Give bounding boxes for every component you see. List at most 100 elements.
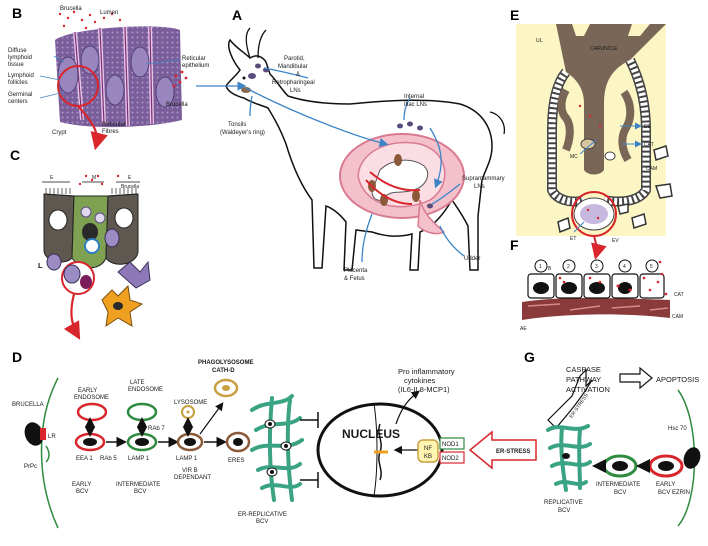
label-e-ev: EV bbox=[612, 238, 619, 244]
label-b-diffuse-1: Diffuse bbox=[8, 48, 27, 54]
label-b-crypt: Crypt bbox=[52, 130, 67, 136]
label-c-e-left: E bbox=[50, 175, 54, 181]
label-g-hsc70: Hsc 70 bbox=[668, 426, 687, 432]
label-d-nod2: NOD2 bbox=[442, 456, 459, 462]
label-f-step-4: 4 bbox=[623, 264, 626, 270]
label-d-cytokines-2: cytokines bbox=[404, 376, 436, 385]
label-e-cam: CAM bbox=[646, 166, 657, 172]
label-d-intermediate-bcv-1: INTERMEDIATE bbox=[116, 482, 160, 488]
label-d-early-endosome-1: EARLY bbox=[78, 388, 97, 394]
label-g-apoptosis: APOPTOSIS bbox=[656, 375, 699, 384]
label-d-brucella: BRUCELLA bbox=[12, 402, 44, 408]
label-b-diffuse-3: tissue bbox=[8, 62, 24, 68]
label-b-reticular-fibres-2: Fibres bbox=[102, 129, 119, 135]
label-g-ezrin: EZRIN bbox=[672, 490, 690, 496]
label-d-rab7: RAb 7 bbox=[148, 426, 165, 432]
label-g-early-bcv-2: BCV bbox=[658, 490, 670, 496]
label-d-prpc: PrPc bbox=[24, 464, 37, 470]
label-d-nucleus: NUCLEUS bbox=[342, 427, 400, 441]
label-b-reticular-epithelium-1: Reticular bbox=[182, 56, 206, 62]
label-d-early-bcv-1: EARLY bbox=[72, 482, 91, 488]
label-a-brucella: Brucella bbox=[166, 102, 188, 108]
panel-b-tonsil-illustration bbox=[39, 10, 182, 151]
label-g-er-stress-arrow: ER-STRESS bbox=[496, 449, 530, 455]
label-d-cytokines-1: Pro inflammatory bbox=[398, 367, 455, 376]
panel-label-a: A bbox=[232, 7, 242, 23]
label-d-early-endosome-2: ENDOSOME bbox=[74, 395, 109, 401]
label-g-intermediate-bcv-1: INTERMEDIATE bbox=[596, 482, 640, 488]
label-f-cam: CAM bbox=[672, 314, 683, 320]
label-d-late-endosome-2: ENDOSOME bbox=[128, 387, 163, 393]
label-a-parotid-2: Mandibular bbox=[278, 64, 308, 70]
label-g-intermediate-bcv-2: BCV bbox=[614, 490, 626, 496]
panel-label-b: B bbox=[12, 5, 22, 21]
label-a-supramammary-1: Supramammary bbox=[462, 176, 505, 182]
label-e-ul: UL bbox=[536, 38, 543, 44]
label-g-caspase-3: ACTIVATION bbox=[566, 385, 610, 394]
label-c-m: M bbox=[92, 175, 96, 181]
panel-f-trophoblast-illustration bbox=[522, 259, 670, 320]
label-a-udder: Udder bbox=[464, 256, 480, 262]
label-d-nod1: NOD1 bbox=[442, 442, 459, 448]
label-d-intermediate-bcv-2: BCV bbox=[134, 489, 146, 495]
label-g-replicative-bcv-1: REPLICATIVE bbox=[544, 500, 583, 506]
label-g-early-bcv-1: EARLY bbox=[656, 482, 675, 488]
label-g-caspase-1: CASPASE bbox=[566, 365, 601, 374]
label-a-placenta-1: Placenta bbox=[344, 268, 368, 274]
label-e-cat: CAT bbox=[644, 142, 654, 148]
label-a-iliac-1: Internal bbox=[404, 94, 424, 100]
label-f-step-2: 2 bbox=[567, 264, 570, 270]
label-a-parotid-3: & bbox=[296, 72, 300, 78]
label-c-e-right: E bbox=[128, 175, 132, 181]
label-b-reticular-fibres-1: Reticular bbox=[102, 122, 126, 128]
label-f-step-1: 1 bbox=[539, 264, 542, 270]
panel-label-f: F bbox=[510, 237, 519, 253]
label-d-lysosome: LYSOSOME bbox=[174, 400, 207, 406]
label-d-lr: LR bbox=[48, 434, 56, 440]
label-b-follicles-2: follicles bbox=[8, 80, 28, 86]
label-b-brucella: Brucella bbox=[60, 6, 82, 12]
label-b-lumen: Lumen bbox=[100, 10, 118, 16]
label-d-er-replicative-1: ER-REPLICATIVE bbox=[238, 512, 287, 518]
label-e-ee: EE bbox=[644, 124, 651, 130]
panel-a-goat-illustration bbox=[172, 27, 506, 271]
panel-e-caruncle-illustration bbox=[516, 24, 673, 260]
label-f-b: B bbox=[548, 266, 552, 272]
label-b-reticular-epithelium-2: epithelium bbox=[182, 63, 209, 69]
panel-label-c: C bbox=[10, 147, 20, 163]
label-a-parotid-1: Parotid, bbox=[284, 56, 305, 62]
label-d-nfkb-2: KB bbox=[424, 454, 432, 460]
label-d-eres: ERES bbox=[228, 458, 244, 464]
label-g-caspase-2: PATHWAY bbox=[566, 375, 601, 384]
label-g-replicative-bcv-2: BCV bbox=[558, 508, 570, 514]
label-d-nfkb-1: NF bbox=[424, 446, 432, 452]
label-a-iliac-2: Iliac LNs bbox=[404, 102, 427, 108]
label-f-ae: AE bbox=[520, 326, 527, 332]
label-d-rab5: RAb 5 bbox=[100, 456, 117, 462]
label-a-parotid-4: Retropharingeal bbox=[272, 80, 315, 86]
label-b-diffuse-2: lymphoid bbox=[8, 55, 32, 61]
label-c-l: L bbox=[38, 261, 43, 270]
label-f-cat: CAT bbox=[674, 292, 684, 298]
label-d-er-replicative-2: BCV bbox=[256, 519, 268, 525]
label-f-step-5: 5 bbox=[650, 264, 653, 270]
label-e-et: ET bbox=[570, 236, 576, 242]
label-d-eea1: EEA 1 bbox=[76, 456, 93, 462]
label-b-follicles-1: Lymphoid bbox=[8, 73, 34, 79]
label-f-step-3: 3 bbox=[595, 264, 598, 270]
panel-label-g: G bbox=[524, 349, 535, 365]
panel-label-e: E bbox=[510, 7, 519, 23]
label-d-late-endosome-1: LATE bbox=[130, 380, 145, 386]
label-d-phagolysosome-2: CATH-D bbox=[212, 368, 235, 374]
label-d-virb-1: VIR B bbox=[182, 468, 198, 474]
label-d-virb-2: DEPENDANT bbox=[174, 475, 211, 481]
label-a-placenta-2: & Fetus bbox=[344, 276, 365, 282]
label-e-caruncle: CARUNCLE bbox=[590, 46, 618, 52]
label-a-supramammary-2: LNs bbox=[474, 184, 485, 190]
panel-label-d: D bbox=[12, 349, 22, 365]
label-d-early-bcv-2: BCV bbox=[76, 489, 88, 495]
label-d-phagolysosome-1: PHAGOLYSOSOME bbox=[198, 360, 253, 366]
label-b-germinal-2: centers bbox=[8, 99, 28, 105]
label-d-lamp1-b: LAMP 1 bbox=[176, 456, 198, 462]
